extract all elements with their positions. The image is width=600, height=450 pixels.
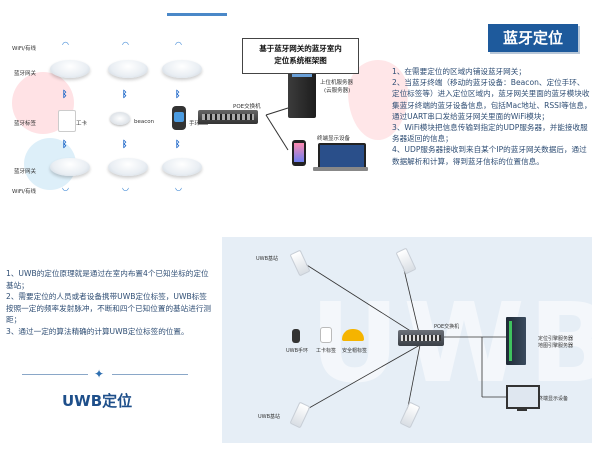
uwb-watermark: UWB [310,279,592,407]
wifi-wired-label: WiFi/有线 [12,46,36,52]
uwb-diagram: UWB UWB基站 UWB基站 POE交换机 UWB手环 工卡标签 安全帽标签 … [222,237,592,443]
poe-switch [198,110,258,124]
uwb-step: 3、通过一定的算法精确的计算UWB定位标签的位置。 [6,326,189,336]
terminal-label: 终端显示设备 [317,136,351,142]
uwb-server-label: 地图引擎服务器 [538,343,574,349]
badge-label: 工卡 [76,121,88,127]
bluetooth-icon: ᛒ [175,140,181,150]
wifi-icon: ◡ [62,183,69,192]
wifi-wired-label: WiFi/有线 [12,189,36,195]
uwb-step: 2、需要定位的人员或者设备携带UWB定位标签，UWB标签按照一定的频率发射脉冲，… [6,292,212,324]
bluetooth-section-title: 蓝牙定位 [488,24,578,52]
beacon-label: beacon [134,119,155,125]
uwb-server-label: 定位引擎服务器 [538,336,574,342]
laptop-base [313,167,368,171]
monitor-stand [517,407,527,411]
phone-icon [292,140,306,166]
band-label: 手环 [189,121,201,127]
bluetooth-icon: ᛒ [62,140,68,150]
tag-label: 蓝牙标签 [14,121,37,127]
display-monitor-icon [506,385,540,409]
card-tag-label: 工卡标签 [316,348,337,354]
laptop-icon [318,143,366,169]
badge-tag-icon [58,110,76,132]
bluetooth-gateway [162,158,202,176]
bluetooth-icon: ᛒ [122,140,128,150]
framework-title-line2: 定位系统框架图 [274,56,327,65]
bluetooth-gateway [162,60,202,78]
gateway-label: 蓝牙网关 [14,169,37,175]
bluetooth-step: 1、在需要定位的区域内铺设蓝牙网关； [392,67,526,76]
wristband-icon [172,106,186,130]
server-label: 上位机服务器 [320,80,354,86]
uwb-display-label: 终端显示设备 [538,396,569,402]
bluetooth-icon: ᛒ [175,90,181,100]
wifi-icon: ◡ [175,183,182,192]
poe-switch-label: POE交换机 [233,104,261,110]
wifi-icon: ◡ [122,183,129,192]
bluetooth-steps: 1、在需要定位的区域内铺设蓝牙网关； 2、当蓝牙终端（移动的蓝牙设备：Beaco… [392,66,592,167]
wifi-icon: ◠ [122,40,129,49]
bluetooth-icon: ᛒ [62,90,68,100]
divider-line [112,374,188,375]
bluetooth-step: 2、当蓝牙终端（移动的蓝牙设备：Beacon、定位手环、定位标签等）进入定位区域… [392,78,592,121]
helmet-icon [342,329,364,341]
beacon-icon [110,112,130,125]
server-icon [288,68,316,118]
uwb-band-label: UWB手环 [286,348,309,354]
uwb-band-icon [292,329,300,343]
uwb-poe-switch [398,330,444,346]
gateway-label: 蓝牙网关 [14,71,37,77]
helmet-tag-label: 安全帽标签 [342,348,368,354]
wifi-icon: ◠ [175,40,182,49]
top-accent-bar [167,13,227,16]
uwb-section-title: UWB定位 [62,392,133,410]
emblem-icon: ✦ [94,367,105,381]
uwb-steps: 1、UWB的定位原理就是通过在室内布置4个已知坐标的定位基站； 2、需要定位的人… [6,268,212,337]
uwb-step: 1、UWB的定位原理就是通过在室内布置4个已知坐标的定位基站； [6,269,209,290]
bluetooth-gateway [108,60,148,78]
uwb-anchor-label: UWB基站 [258,414,281,420]
bluetooth-step: 3、WiFi模块把信息传输到指定的UDP服务器，并能接收服务器返回的信息； [392,123,588,144]
framework-title-box: 基于蓝牙网关的蓝牙室内 定位系统框架图 [242,38,359,74]
server-sub-label: (云服务器) [324,88,351,94]
divider-line [22,374,88,375]
framework-title-line1: 基于蓝牙网关的蓝牙室内 [259,44,342,53]
bluetooth-gateway [50,158,90,176]
bluetooth-gateway [50,60,90,78]
uwb-anchor-label: UWB基站 [256,256,279,262]
uwb-switch-label: POE交换机 [434,324,460,330]
bluetooth-icon: ᛒ [122,90,128,100]
uwb-server-rack [506,317,526,365]
bluetooth-framework-diagram: WiFi/有线 ◠ ◠ ◠ 蓝牙网关 ᛒ ᛒ ᛒ 蓝牙标签 工卡 beacon … [10,30,408,215]
card-tag-icon [320,327,332,343]
bluetooth-gateway [108,158,148,176]
bluetooth-step: 4、UDP服务器接收到来自某个IP的蓝牙网关数据后，通过数据解析和计算，得到蓝牙… [392,145,587,166]
wifi-icon: ◠ [62,40,69,49]
